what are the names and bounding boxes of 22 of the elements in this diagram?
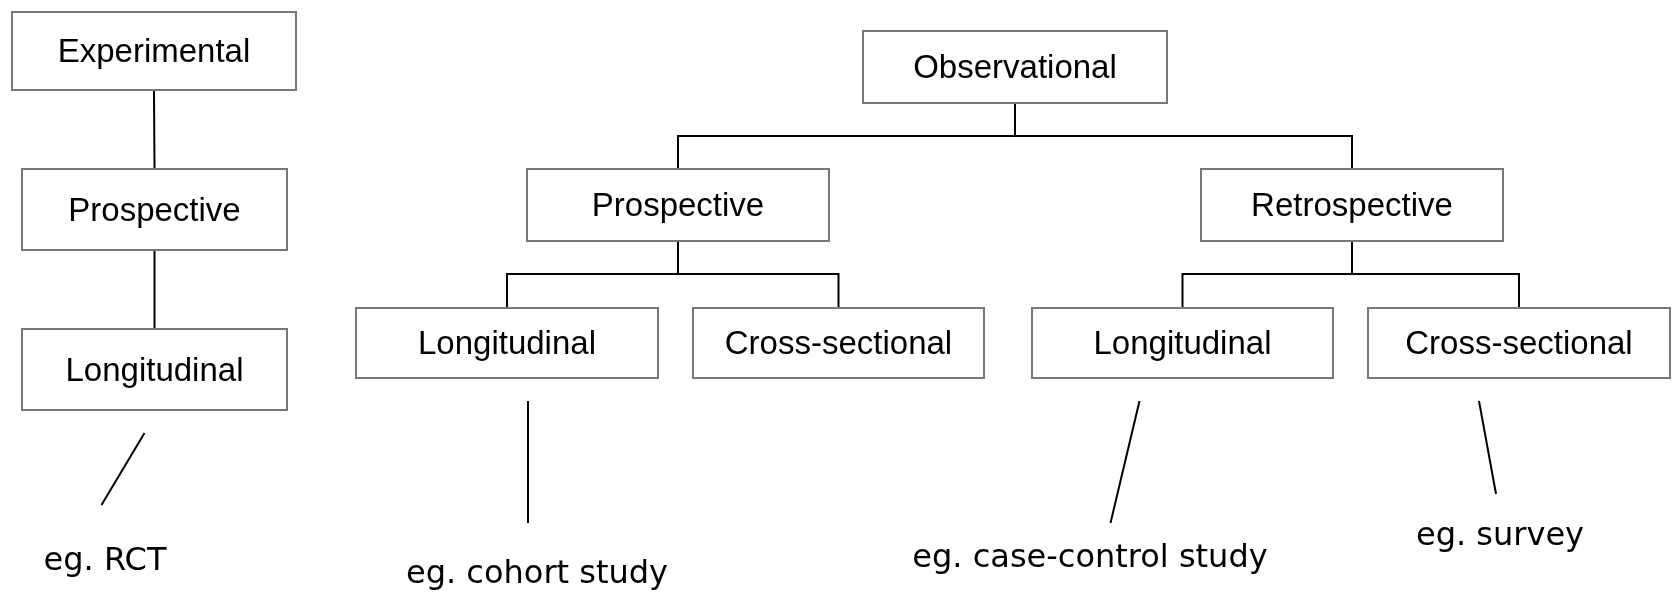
category-box: Cross-sectional bbox=[692, 307, 985, 379]
category-box: Prospective bbox=[526, 168, 830, 242]
leader-line bbox=[1109, 400, 1141, 524]
category-box: Observational bbox=[862, 30, 1168, 104]
category-box: Prospective bbox=[21, 168, 288, 251]
example-note: eg. survey bbox=[1390, 510, 1610, 558]
category-box: Longitudinal bbox=[1031, 307, 1334, 379]
leader-line bbox=[527, 400, 529, 524]
connector-line bbox=[1351, 241, 1520, 308]
category-box: Retrospective bbox=[1200, 168, 1504, 242]
leader-line bbox=[1478, 400, 1497, 495]
connector-line bbox=[677, 241, 840, 308]
category-box: Longitudinal bbox=[21, 328, 288, 411]
category-box: Experimental bbox=[11, 11, 297, 91]
example-note: eg. RCT bbox=[20, 535, 190, 583]
category-box: Longitudinal bbox=[355, 307, 659, 379]
example-note: eg. cohort study bbox=[362, 548, 712, 596]
connector-line bbox=[153, 90, 156, 169]
example-note: eg. case-control study bbox=[855, 532, 1325, 580]
connector-line bbox=[153, 250, 156, 329]
category-box: Cross-sectional bbox=[1367, 307, 1671, 379]
leader-line bbox=[100, 432, 146, 506]
